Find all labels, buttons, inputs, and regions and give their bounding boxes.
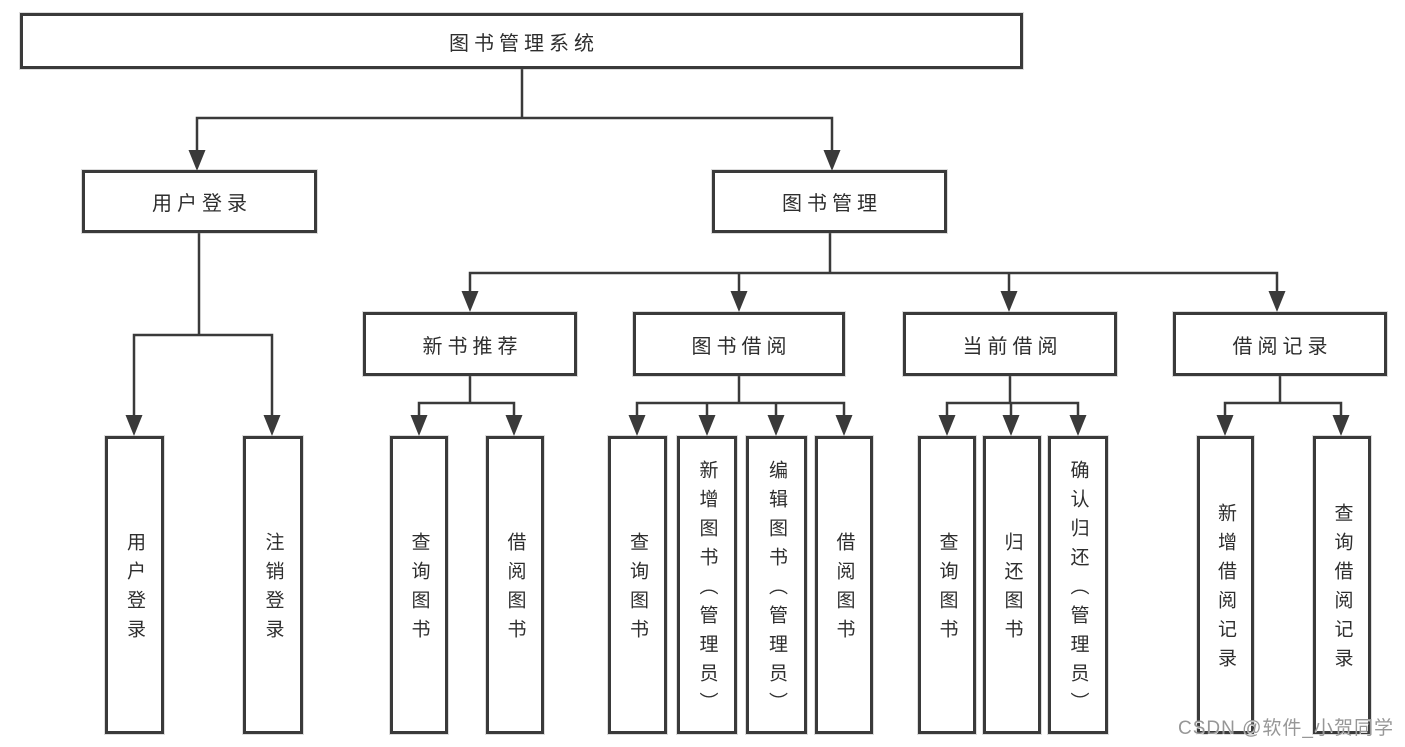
node-label: 查询图书 xyxy=(408,532,430,648)
node-label: 借阅记录 xyxy=(1232,335,1333,358)
node-label: 借阅图书 xyxy=(504,532,526,648)
node-current-borrowing: 当前借阅 xyxy=(903,312,1117,376)
node-leaf-add-book-admin: 新增图书（管理员） xyxy=(677,436,737,734)
node-label: 归还图书 xyxy=(1001,532,1023,648)
node-label: 确认归还（管理员） xyxy=(1067,459,1089,721)
node-book-management: 图书管理 xyxy=(712,170,947,233)
node-label: 当前借阅 xyxy=(962,335,1063,358)
node-label: 新增借阅记录 xyxy=(1215,503,1236,677)
node-label: 查询图书 xyxy=(936,532,958,648)
node-label: 图书管理 xyxy=(782,193,882,215)
node-book-borrowing: 图书借阅 xyxy=(633,312,845,376)
node-label: 编辑图书（管理员） xyxy=(766,459,787,721)
node-leaf-borrow-books-1: 借阅图书 xyxy=(486,436,544,734)
node-leaf-query-books-1: 查询图书 xyxy=(390,436,448,734)
node-label: 查询借阅记录 xyxy=(1331,503,1353,677)
node-leaf-add-borrow-record: 新增借阅记录 xyxy=(1197,436,1254,734)
node-label: 图书借阅 xyxy=(691,335,792,358)
node-leaf-borrow-books-2: 借阅图书 xyxy=(815,436,873,734)
node-borrowing-records: 借阅记录 xyxy=(1173,312,1387,376)
node-leaf-edit-book-admin: 编辑图书（管理员） xyxy=(746,436,807,734)
node-library-management-system: 图书管理系统 xyxy=(20,13,1023,69)
node-leaf-query-borrow-record: 查询借阅记录 xyxy=(1313,436,1371,734)
node-label: 借阅图书 xyxy=(833,532,855,648)
csdn-watermark: CSDN @软件_小贺同学 xyxy=(1178,718,1394,739)
node-leaf-return-book: 归还图书 xyxy=(983,436,1041,734)
node-user-login: 用户登录 xyxy=(82,170,317,233)
node-leaf-query-books-2: 查询图书 xyxy=(608,436,667,734)
node-new-book-recommendation: 新书推荐 xyxy=(363,312,577,376)
node-leaf-confirm-return-admin: 确认归还（管理员） xyxy=(1048,436,1108,734)
node-leaf-user-login: 用户登录 xyxy=(105,436,164,734)
node-label: 新书推荐 xyxy=(422,335,523,358)
node-label: 用户登录 xyxy=(124,532,145,648)
node-label: 查询图书 xyxy=(627,532,648,648)
node-leaf-query-books-3: 查询图书 xyxy=(918,436,976,734)
node-label: 注销登录 xyxy=(262,532,284,648)
node-leaf-logout: 注销登录 xyxy=(243,436,303,734)
node-label: 新增图书（管理员） xyxy=(696,459,718,721)
node-label: 用户登录 xyxy=(152,193,252,215)
node-label: 图书管理系统 xyxy=(449,32,599,55)
